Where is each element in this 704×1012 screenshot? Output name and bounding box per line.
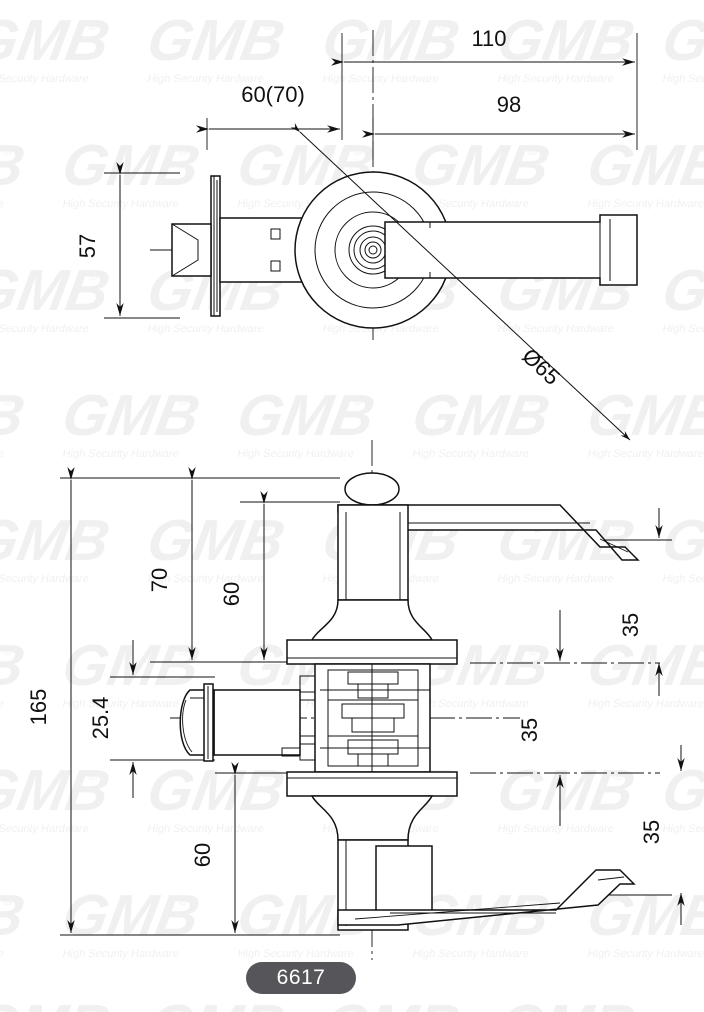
dim-dia-65-label: Ø65 (517, 343, 564, 390)
dim-60-bottom-label: 60 (190, 843, 215, 867)
dim-57-label: 57 (75, 234, 100, 258)
dim-35-upper-label: 35 (618, 613, 643, 637)
front-view: 165 70 60 25.4 (26, 440, 685, 960)
dim-60-bottom: 60 (190, 762, 330, 933)
dim-25-4-label: 25.4 (88, 697, 113, 740)
part-number-badge: 6617 (246, 962, 356, 994)
lever-handle-top-view (384, 214, 638, 286)
dim-98-label: 98 (497, 92, 521, 117)
dim-110-label: 110 (471, 26, 506, 51)
spindle-cap (344, 472, 400, 506)
top-view: 110 98 60(70) 57 (75, 26, 638, 441)
dim-35-lower: 35 (600, 745, 685, 925)
rose-cone-upper (310, 599, 434, 641)
key-cylinder (179, 683, 301, 762)
dim-35-lower-label: 35 (639, 820, 664, 844)
rose-cone-lower (310, 795, 434, 841)
dim-70: 70 (147, 467, 330, 663)
dim-60-top-label: 60 (219, 582, 244, 606)
dim-165-label: 165 (26, 689, 51, 726)
dim-35-middle-label: 35 (517, 718, 542, 742)
rose-flange-upper (286, 639, 458, 665)
lock-chassis (299, 663, 431, 773)
dim-98: 98 (362, 92, 635, 160)
dim-35-middle: 35 (517, 610, 564, 826)
dim-70-label: 70 (147, 568, 172, 592)
dim-57: 57 (75, 162, 180, 319)
dim-60-70-label: 60(70) (241, 82, 305, 107)
rose-flange-lower (286, 771, 458, 797)
dim-110: 110 (331, 26, 638, 150)
dim-35-upper: 35 (600, 508, 672, 696)
latch-bolt-tail (171, 223, 212, 277)
part-number-label: 6617 (276, 966, 326, 989)
spindle-shaft-upper (337, 504, 409, 601)
dim-60-70: 60(70) (196, 82, 340, 150)
escutcheon-plate (210, 175, 221, 317)
